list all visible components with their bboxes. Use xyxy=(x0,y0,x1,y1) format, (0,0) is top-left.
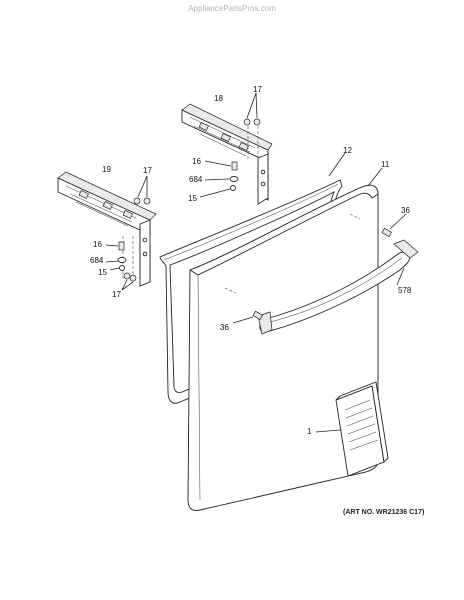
lower-hinge-part-19[interactable] xyxy=(57,171,157,287)
screw-36-right[interactable] xyxy=(381,227,392,238)
callout-684-upper: 684 xyxy=(189,175,203,184)
callout-11: 11 xyxy=(381,160,390,169)
callout-17-bottom: 17 xyxy=(112,290,121,299)
callout-1: 1 xyxy=(307,427,312,436)
screw-17-lower-b[interactable] xyxy=(143,197,151,205)
literature-booklet-part-1[interactable] xyxy=(335,381,389,477)
callout-36-left: 36 xyxy=(220,323,229,332)
callout-17-lower: 17 xyxy=(143,166,152,175)
screw-17-upper-a[interactable] xyxy=(243,118,251,126)
callout-16-lower: 16 xyxy=(93,240,102,249)
callout-15-upper: 15 xyxy=(188,194,197,203)
washer-15-lower[interactable] xyxy=(119,265,125,271)
watermark-text: AppliancePartsPros.com xyxy=(188,4,276,13)
callout-17-upper: 17 xyxy=(253,85,262,94)
screw-17-lower-d[interactable] xyxy=(129,274,137,282)
callout-18: 18 xyxy=(214,94,223,103)
hinge-pin-16-lower[interactable] xyxy=(118,241,125,251)
screw-17-lower-c[interactable] xyxy=(123,272,131,280)
screw-17-lower-a[interactable] xyxy=(133,197,141,205)
callout-16-upper: 16 xyxy=(192,157,201,166)
bushing-684-lower[interactable] xyxy=(117,257,127,263)
callout-578: 578 xyxy=(398,286,412,295)
bushing-684-upper[interactable] xyxy=(229,176,239,182)
door-handle-part-578[interactable] xyxy=(257,239,419,335)
callout-684-lower: 684 xyxy=(90,256,104,265)
upper-hinge-part-18[interactable] xyxy=(181,103,273,205)
callout-15-lower: 15 xyxy=(98,268,107,277)
door-panel-part-11[interactable] xyxy=(187,184,379,511)
art-number-label: (ART NO. WR21236 C17) xyxy=(343,509,425,516)
washer-15-upper[interactable] xyxy=(230,185,236,191)
screw-36-left[interactable] xyxy=(252,310,263,321)
callout-36-right: 36 xyxy=(401,206,410,215)
callout-12: 12 xyxy=(343,146,352,155)
callout-19: 19 xyxy=(102,165,111,174)
hinge-pin-16-upper[interactable] xyxy=(231,161,238,171)
screw-17-upper-b[interactable] xyxy=(253,118,261,126)
